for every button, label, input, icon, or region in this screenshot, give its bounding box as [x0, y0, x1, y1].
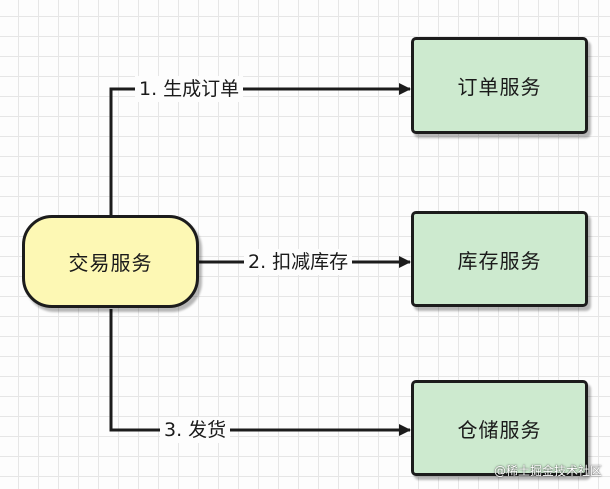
edge-label-ship: 3. 发货 [160, 417, 231, 443]
edge-label-create-order: 1. 生成订单 [135, 76, 244, 102]
warehouse-service-node[interactable]: 仓储服务 [411, 380, 588, 476]
order-service-label: 订单服务 [457, 75, 542, 99]
warehouse-service-label: 仓储服务 [457, 417, 542, 442]
watermark: @稀土掘金技术社区 [493, 464, 602, 478]
edge-trade-to-order [109, 83, 411, 215]
trade-service-node[interactable]: 交易服务 [22, 215, 199, 308]
order-service-node[interactable]: 订单服务 [411, 37, 588, 134]
trade-service-label: 交易服务 [68, 251, 153, 275]
edge-label-deduct-inventory: 2. 扣减库存 [244, 249, 353, 275]
edge-trade-to-warehouse [109, 309, 411, 436]
inventory-service-label: 库存服务 [457, 248, 542, 273]
inventory-service-node[interactable]: 库存服务 [411, 211, 588, 307]
